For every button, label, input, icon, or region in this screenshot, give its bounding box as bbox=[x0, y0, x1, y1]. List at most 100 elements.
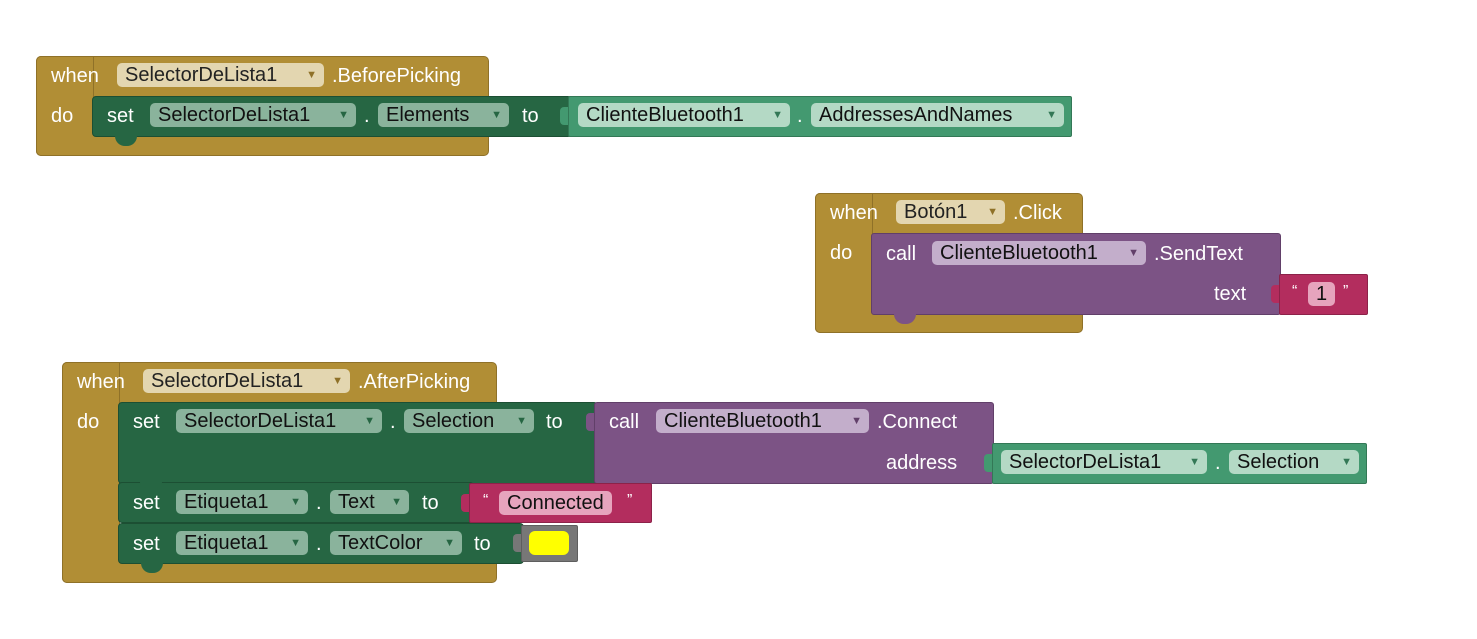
param-label-address: address bbox=[886, 452, 958, 474]
method-name: .SendText bbox=[1154, 243, 1243, 265]
property-dropdown-label: Elements bbox=[386, 104, 470, 126]
component-dropdown[interactable]: ClienteBluetooth1 ▼ bbox=[932, 241, 1146, 265]
component-dropdown[interactable]: SelectorDeLista1 ▼ bbox=[1001, 450, 1207, 474]
property-dot: . bbox=[797, 105, 803, 127]
event-block-foot[interactable] bbox=[62, 563, 497, 583]
chevron-down-icon: ▼ bbox=[1046, 109, 1057, 121]
event-block-foot[interactable] bbox=[36, 136, 489, 156]
property-dropdown-label: Selection bbox=[412, 410, 495, 432]
property-dot: . bbox=[316, 492, 322, 514]
chevron-down-icon: ▼ bbox=[772, 109, 783, 121]
component-dropdown[interactable]: ClienteBluetooth1 ▼ bbox=[656, 409, 869, 433]
event-name: .Click bbox=[1013, 202, 1062, 224]
set-keyword: set bbox=[107, 105, 134, 127]
component-dropdown-label: SelectorDeLista1 bbox=[125, 64, 278, 86]
when-keyword: when bbox=[51, 65, 99, 87]
property-dot: . bbox=[316, 533, 322, 555]
chevron-down-icon: ▼ bbox=[516, 415, 527, 427]
when-keyword: when bbox=[830, 202, 878, 224]
component-dropdown[interactable]: SelectorDeLista1 ▼ bbox=[176, 409, 382, 433]
puzzle-connector bbox=[513, 534, 521, 552]
chevron-down-icon: ▼ bbox=[306, 69, 317, 81]
set-keyword: set bbox=[133, 411, 160, 433]
chevron-down-icon: ▼ bbox=[1189, 456, 1200, 468]
property-dropdown-label: Text bbox=[338, 491, 375, 513]
component-dropdown-label: SelectorDeLista1 bbox=[151, 370, 304, 392]
puzzle-connector bbox=[560, 107, 568, 125]
chevron-down-icon: ▼ bbox=[444, 537, 455, 549]
component-dropdown[interactable]: Etiqueta1 ▼ bbox=[176, 531, 308, 555]
chevron-down-icon: ▼ bbox=[332, 375, 343, 387]
chevron-down-icon: ▼ bbox=[364, 415, 375, 427]
chevron-down-icon: ▼ bbox=[290, 496, 301, 508]
component-dropdown-label: ClienteBluetooth1 bbox=[664, 410, 822, 432]
set-keyword: set bbox=[133, 533, 160, 555]
puzzle-connector bbox=[1271, 285, 1279, 303]
to-keyword: to bbox=[422, 492, 439, 514]
event-block-fill bbox=[816, 233, 872, 314]
block-connector-notch bbox=[140, 482, 162, 488]
component-dropdown-label: Etiqueta1 bbox=[184, 532, 269, 554]
quote-close: ” bbox=[1343, 283, 1349, 300]
chevron-down-icon: ▼ bbox=[1341, 456, 1352, 468]
event-block-foot[interactable] bbox=[815, 313, 1083, 333]
do-keyword: do bbox=[830, 242, 853, 264]
set-keyword: set bbox=[133, 492, 160, 514]
call-keyword: call bbox=[886, 243, 917, 265]
event-name: .AfterPicking bbox=[358, 371, 471, 393]
block-connector-notch bbox=[115, 136, 137, 146]
do-keyword: do bbox=[77, 411, 100, 433]
property-dropdown[interactable]: Selection ▼ bbox=[1229, 450, 1359, 474]
chevron-down-icon: ▼ bbox=[1128, 247, 1139, 259]
property-dot: . bbox=[1215, 452, 1221, 474]
property-dropdown[interactable]: AddressesAndNames ▼ bbox=[811, 103, 1064, 127]
do-keyword: do bbox=[51, 105, 74, 127]
component-dropdown[interactable]: ClienteBluetooth1 ▼ bbox=[578, 103, 790, 127]
property-dropdown[interactable]: Text ▼ bbox=[330, 490, 409, 514]
to-keyword: to bbox=[522, 105, 539, 127]
property-dot: . bbox=[364, 105, 370, 127]
when-keyword: when bbox=[77, 371, 125, 393]
puzzle-connector bbox=[984, 454, 992, 472]
text-value-field[interactable]: Connected bbox=[499, 491, 612, 515]
component-dropdown[interactable]: Botón1 ▼ bbox=[896, 200, 1005, 224]
chevron-down-icon: ▼ bbox=[491, 109, 502, 121]
component-dropdown-label: SelectorDeLista1 bbox=[158, 104, 311, 126]
component-dropdown[interactable]: Etiqueta1 ▼ bbox=[176, 490, 308, 514]
quote-open: “ bbox=[483, 492, 489, 509]
block-connector-notch bbox=[894, 314, 916, 324]
chevron-down-icon: ▼ bbox=[851, 415, 862, 427]
to-keyword: to bbox=[474, 533, 491, 555]
method-name: .Connect bbox=[877, 411, 958, 433]
puzzle-connector bbox=[461, 494, 469, 512]
block-connector-notch bbox=[141, 563, 163, 573]
puzzle-connector bbox=[586, 413, 594, 431]
event-name: .BeforePicking bbox=[332, 65, 461, 87]
property-dot: . bbox=[390, 411, 396, 433]
property-dropdown[interactable]: TextColor ▼ bbox=[330, 531, 462, 555]
event-block-fill bbox=[37, 96, 93, 137]
component-dropdown[interactable]: SelectorDeLista1 ▼ bbox=[143, 369, 350, 393]
color-swatch-yellow[interactable] bbox=[529, 531, 569, 555]
chevron-down-icon: ▼ bbox=[338, 109, 349, 121]
call-keyword: call bbox=[609, 411, 640, 433]
component-dropdown-label: SelectorDeLista1 bbox=[1009, 451, 1162, 473]
property-dropdown[interactable]: Elements ▼ bbox=[378, 103, 509, 127]
component-dropdown[interactable]: SelectorDeLista1 ▼ bbox=[150, 103, 356, 127]
property-dropdown[interactable]: Selection ▼ bbox=[404, 409, 534, 433]
component-dropdown-label: ClienteBluetooth1 bbox=[586, 104, 744, 126]
chevron-down-icon: ▼ bbox=[391, 496, 402, 508]
component-dropdown[interactable]: SelectorDeLista1 ▼ bbox=[117, 63, 324, 87]
property-dropdown-label: TextColor bbox=[338, 532, 423, 554]
chevron-down-icon: ▼ bbox=[290, 537, 301, 549]
component-dropdown-label: Botón1 bbox=[904, 201, 968, 223]
component-dropdown-label: ClienteBluetooth1 bbox=[940, 242, 1098, 264]
event-block-fill bbox=[63, 402, 119, 564]
param-label-text: text bbox=[1214, 283, 1247, 305]
component-dropdown-label: Etiqueta1 bbox=[184, 491, 269, 513]
property-dropdown-label: Selection bbox=[1237, 451, 1320, 473]
chevron-down-icon: ▼ bbox=[987, 206, 998, 218]
component-dropdown-label: SelectorDeLista1 bbox=[184, 410, 337, 432]
text-value-field[interactable]: 1 bbox=[1308, 282, 1336, 306]
quote-open: “ bbox=[1292, 283, 1298, 300]
